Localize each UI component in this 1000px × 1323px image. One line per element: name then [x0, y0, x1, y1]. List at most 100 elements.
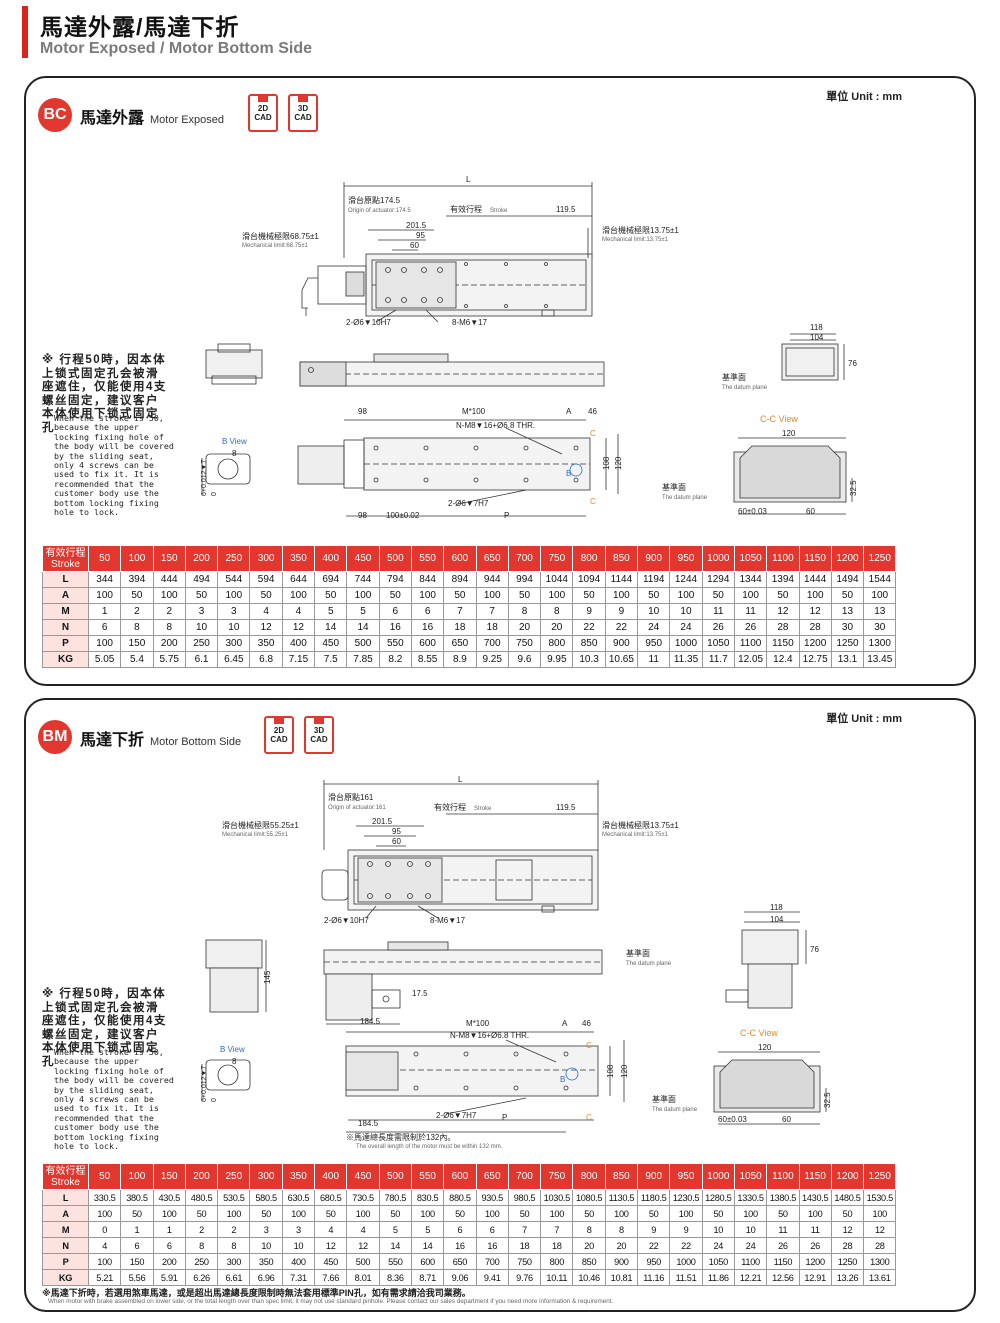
stroke-col: 1050: [733, 545, 768, 572]
stroke-col: 700: [507, 545, 542, 572]
table-cell: 750: [507, 1253, 542, 1270]
table-cell: 7.5: [314, 651, 348, 668]
table-cell: 100: [475, 1205, 509, 1222]
cc-datum-zh: 基準面: [652, 1094, 676, 1104]
table-cell: 450: [314, 635, 348, 652]
table-cell: 7.66: [314, 1269, 348, 1286]
stroke-col: 850: [604, 545, 639, 572]
thread-spec: N-M8▼16+Ø6.8 THR.: [450, 1031, 529, 1040]
dim-L: L: [466, 175, 471, 184]
table-cell: 850: [572, 1253, 606, 1270]
datum-label-zh: 基準面: [626, 948, 650, 958]
table-cell: 12.05: [733, 651, 768, 668]
cc-dim-60: 60: [806, 507, 815, 516]
table-cell: 4: [87, 1237, 122, 1254]
dim-98-bottom: 98: [358, 511, 367, 520]
row-label: KG: [42, 1269, 89, 1286]
table-cell: 1094: [572, 571, 606, 588]
cc-dim-60-tol: 60±0.03: [738, 507, 767, 516]
row-label: N: [42, 1237, 89, 1254]
dim-120: 120: [620, 1064, 629, 1078]
stroke-col: 650: [475, 545, 509, 572]
table-cell: 744: [346, 571, 380, 588]
table-cell: 4: [281, 603, 316, 620]
table-cell: 10.46: [572, 1269, 606, 1286]
cad-3d-download-button[interactable]: 3D CAD: [304, 716, 334, 754]
motor-length-note-zh: ※馬達總長度需限制於132內。: [346, 1132, 455, 1142]
row-label: N: [42, 619, 89, 636]
hole-spec-1: 2-Ø6▼10H7: [346, 318, 391, 327]
table-cell: 13.45: [863, 651, 897, 668]
table-cell: 10: [669, 603, 703, 620]
cc-view-label: C-C View: [740, 1028, 778, 1038]
title-accent-bar: [22, 6, 28, 58]
table-cell: 5.91: [152, 1269, 186, 1286]
table-cell: 50: [701, 587, 735, 604]
mech-limit-left-zh: 滑台機械極限68.75±1: [242, 231, 319, 241]
table-cell: 844: [410, 571, 445, 588]
table-cell: 8.71: [410, 1269, 445, 1286]
table-cell: 100: [410, 1205, 445, 1222]
table-cell: 594: [249, 571, 283, 588]
table-cell: 1: [87, 603, 122, 620]
table-cell: 50: [443, 587, 477, 604]
table-cell: 5: [378, 1221, 412, 1238]
cc-dim-120: 120: [782, 429, 796, 438]
stroke-col: 600: [443, 545, 477, 572]
table-cell: 22: [637, 1237, 671, 1254]
table-cell: 12: [766, 603, 800, 620]
stroke-col: 1250: [863, 545, 897, 572]
table-cell: 6.61: [217, 1269, 251, 1286]
table-cell: 24: [637, 619, 671, 636]
table-cell: 950: [637, 1253, 671, 1270]
mech-limit-right-zh: 滑台機械極限13.75±1: [602, 225, 679, 235]
stroke-col: 1200: [830, 1163, 865, 1190]
table-cell: 18: [443, 619, 477, 636]
table-cell: 16: [475, 1237, 509, 1254]
table-cell: 14: [314, 619, 348, 636]
table-cell: 50: [766, 1205, 800, 1222]
stroke-label-en: Stroke: [490, 208, 508, 214]
table-cell: 1050: [701, 1253, 735, 1270]
cad-2d-download-button[interactable]: 2D CAD: [248, 94, 278, 132]
table-cell: 100: [281, 587, 316, 604]
cad-3d-download-button[interactable]: 3D CAD: [288, 94, 318, 132]
stroke-col: 500: [378, 1163, 412, 1190]
table-cell: 9.25: [475, 651, 509, 668]
table-cell: 8.01: [346, 1269, 380, 1286]
table-cell: 5.21: [87, 1269, 122, 1286]
table-cell: 930.5: [475, 1189, 509, 1206]
cc-dim-32-5: 32.5: [849, 480, 858, 496]
cc-dim-60: 60: [782, 1115, 791, 1124]
table-cell: 1200: [798, 635, 832, 652]
table-cell: 1250: [830, 1253, 865, 1270]
origin-label-zh: 滑台原點161: [328, 792, 374, 802]
stroke-col: 800: [572, 545, 606, 572]
table-cell: 8: [152, 619, 186, 636]
cad-downloads: 2D CAD 3D CAD: [264, 716, 334, 754]
cad-2d-download-button[interactable]: 2D CAD: [264, 716, 294, 754]
table-cell: 8: [604, 1221, 639, 1238]
stroke-col: 700: [507, 1163, 542, 1190]
table-cell: 4: [314, 1221, 348, 1238]
tolerance-zero: 0: [211, 1098, 218, 1102]
table-cell: 50: [184, 1205, 219, 1222]
table-cell: 11.51: [669, 1269, 703, 1286]
table-cell: 900: [604, 635, 639, 652]
table-cell: 10: [701, 1221, 735, 1238]
table-cell: 7: [475, 603, 509, 620]
datum-label-en: The datum plane: [626, 961, 672, 967]
mech-limit-right-en: Mechanical limit:13.75±1: [602, 237, 669, 243]
table-cell: 8: [507, 603, 542, 620]
table-cell: 100: [87, 1253, 122, 1270]
technical-drawing: L 滑台原點174.5 Origin of actuator:174.5 有效行…: [201, 175, 858, 520]
table-cell: 894: [443, 571, 477, 588]
table-cell: 3: [281, 1221, 316, 1238]
stroke-note-en: When the stroke is 50, because the upper…: [54, 1047, 174, 1152]
origin-label-en: Origin of actuator:161: [328, 805, 386, 811]
table-cell: 100: [346, 1205, 380, 1222]
stroke-col: 750: [540, 1163, 574, 1190]
table-cell: 2: [217, 1221, 251, 1238]
